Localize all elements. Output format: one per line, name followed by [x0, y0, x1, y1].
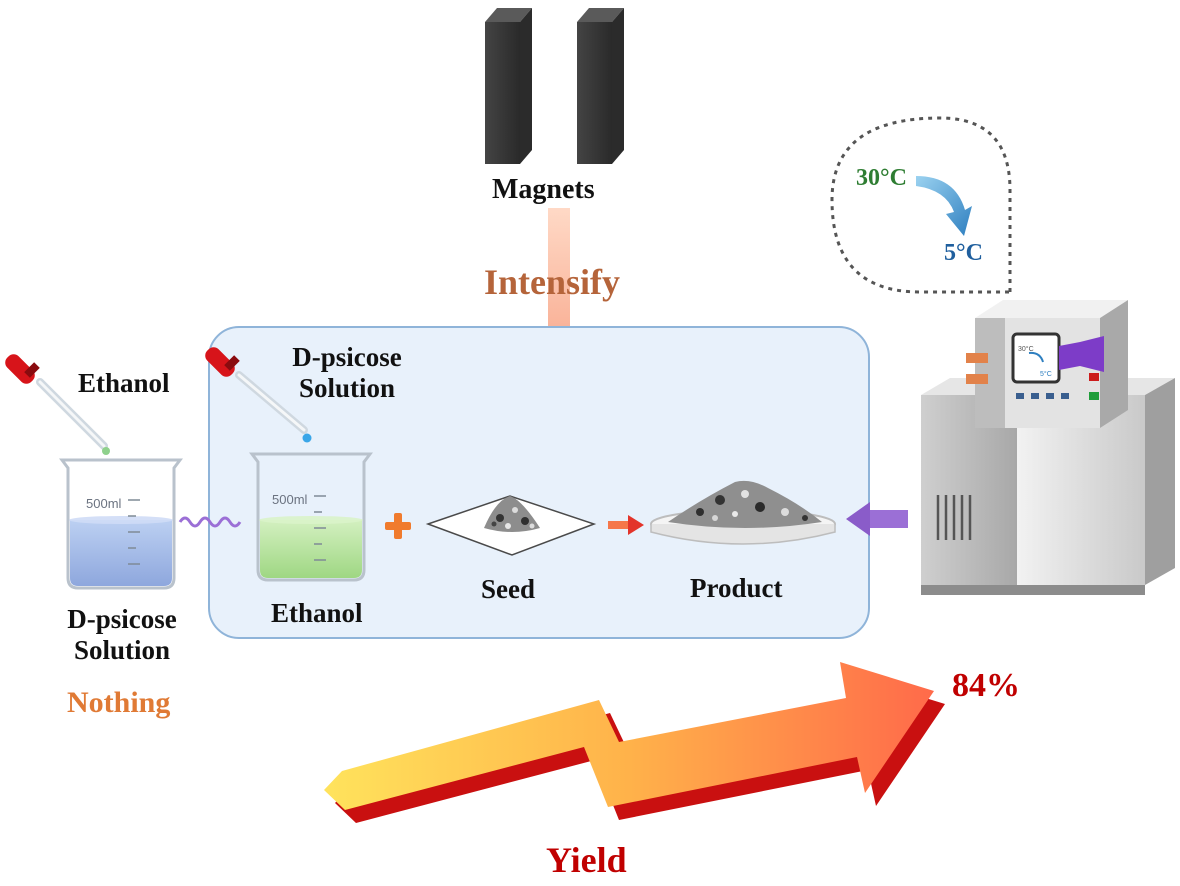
ethanol-dropper-label: Ethanol [78, 368, 170, 398]
ethanol-dropper-icon [5, 354, 110, 455]
product-dish-icon [650, 480, 836, 545]
psicose-dropper-icon [205, 347, 312, 443]
temperature-bubble [830, 116, 1012, 294]
screen-temp-high: 30°C [1018, 345, 1034, 353]
product-label: Product [690, 573, 783, 603]
nothing-label: Nothing [67, 686, 171, 719]
left-beaker-icon [59, 458, 183, 590]
yield-arrow-icon [324, 662, 945, 823]
psicose-dropper-label-line1: D-psicose [292, 342, 402, 372]
plus-icon [385, 513, 411, 539]
magnets-icon [485, 8, 624, 164]
psicose-dropper-label: D-psicose Solution [282, 342, 412, 404]
screen-temp-low: 5°C [1040, 370, 1052, 378]
thermostat-machine-icon [921, 300, 1175, 595]
machine-to-product-arrow [846, 502, 908, 536]
left-beaker-label-line1: D-psicose [67, 604, 177, 634]
intensify-arrow [534, 208, 584, 370]
small-red-arrow [608, 515, 644, 535]
yield-label: Yield [546, 840, 627, 880]
psicose-dropper-label-line2: Solution [298, 373, 396, 404]
inner-ethanol-label: Ethanol [271, 598, 363, 628]
yield-value-label: 84% [952, 667, 1020, 704]
temperature-arrow [916, 176, 972, 236]
temp-low-label: 5°C [944, 240, 983, 266]
left-beaker-label: D-psicose Solution [52, 604, 192, 666]
left-beaker-volume-label: 500ml [86, 496, 122, 511]
wavy-connector [178, 516, 242, 528]
seed-pile-icon [425, 495, 597, 556]
magnets-label: Magnets [492, 174, 595, 205]
inner-beaker-volume-label: 500ml [272, 492, 308, 507]
intensify-label: Intensify [484, 262, 621, 302]
left-beaker-label-line2: Solution [73, 635, 171, 666]
process-box [208, 326, 870, 639]
seed-label: Seed [481, 574, 535, 604]
temp-high-label: 30°C [856, 165, 907, 191]
inner-beaker-icon [249, 452, 373, 582]
